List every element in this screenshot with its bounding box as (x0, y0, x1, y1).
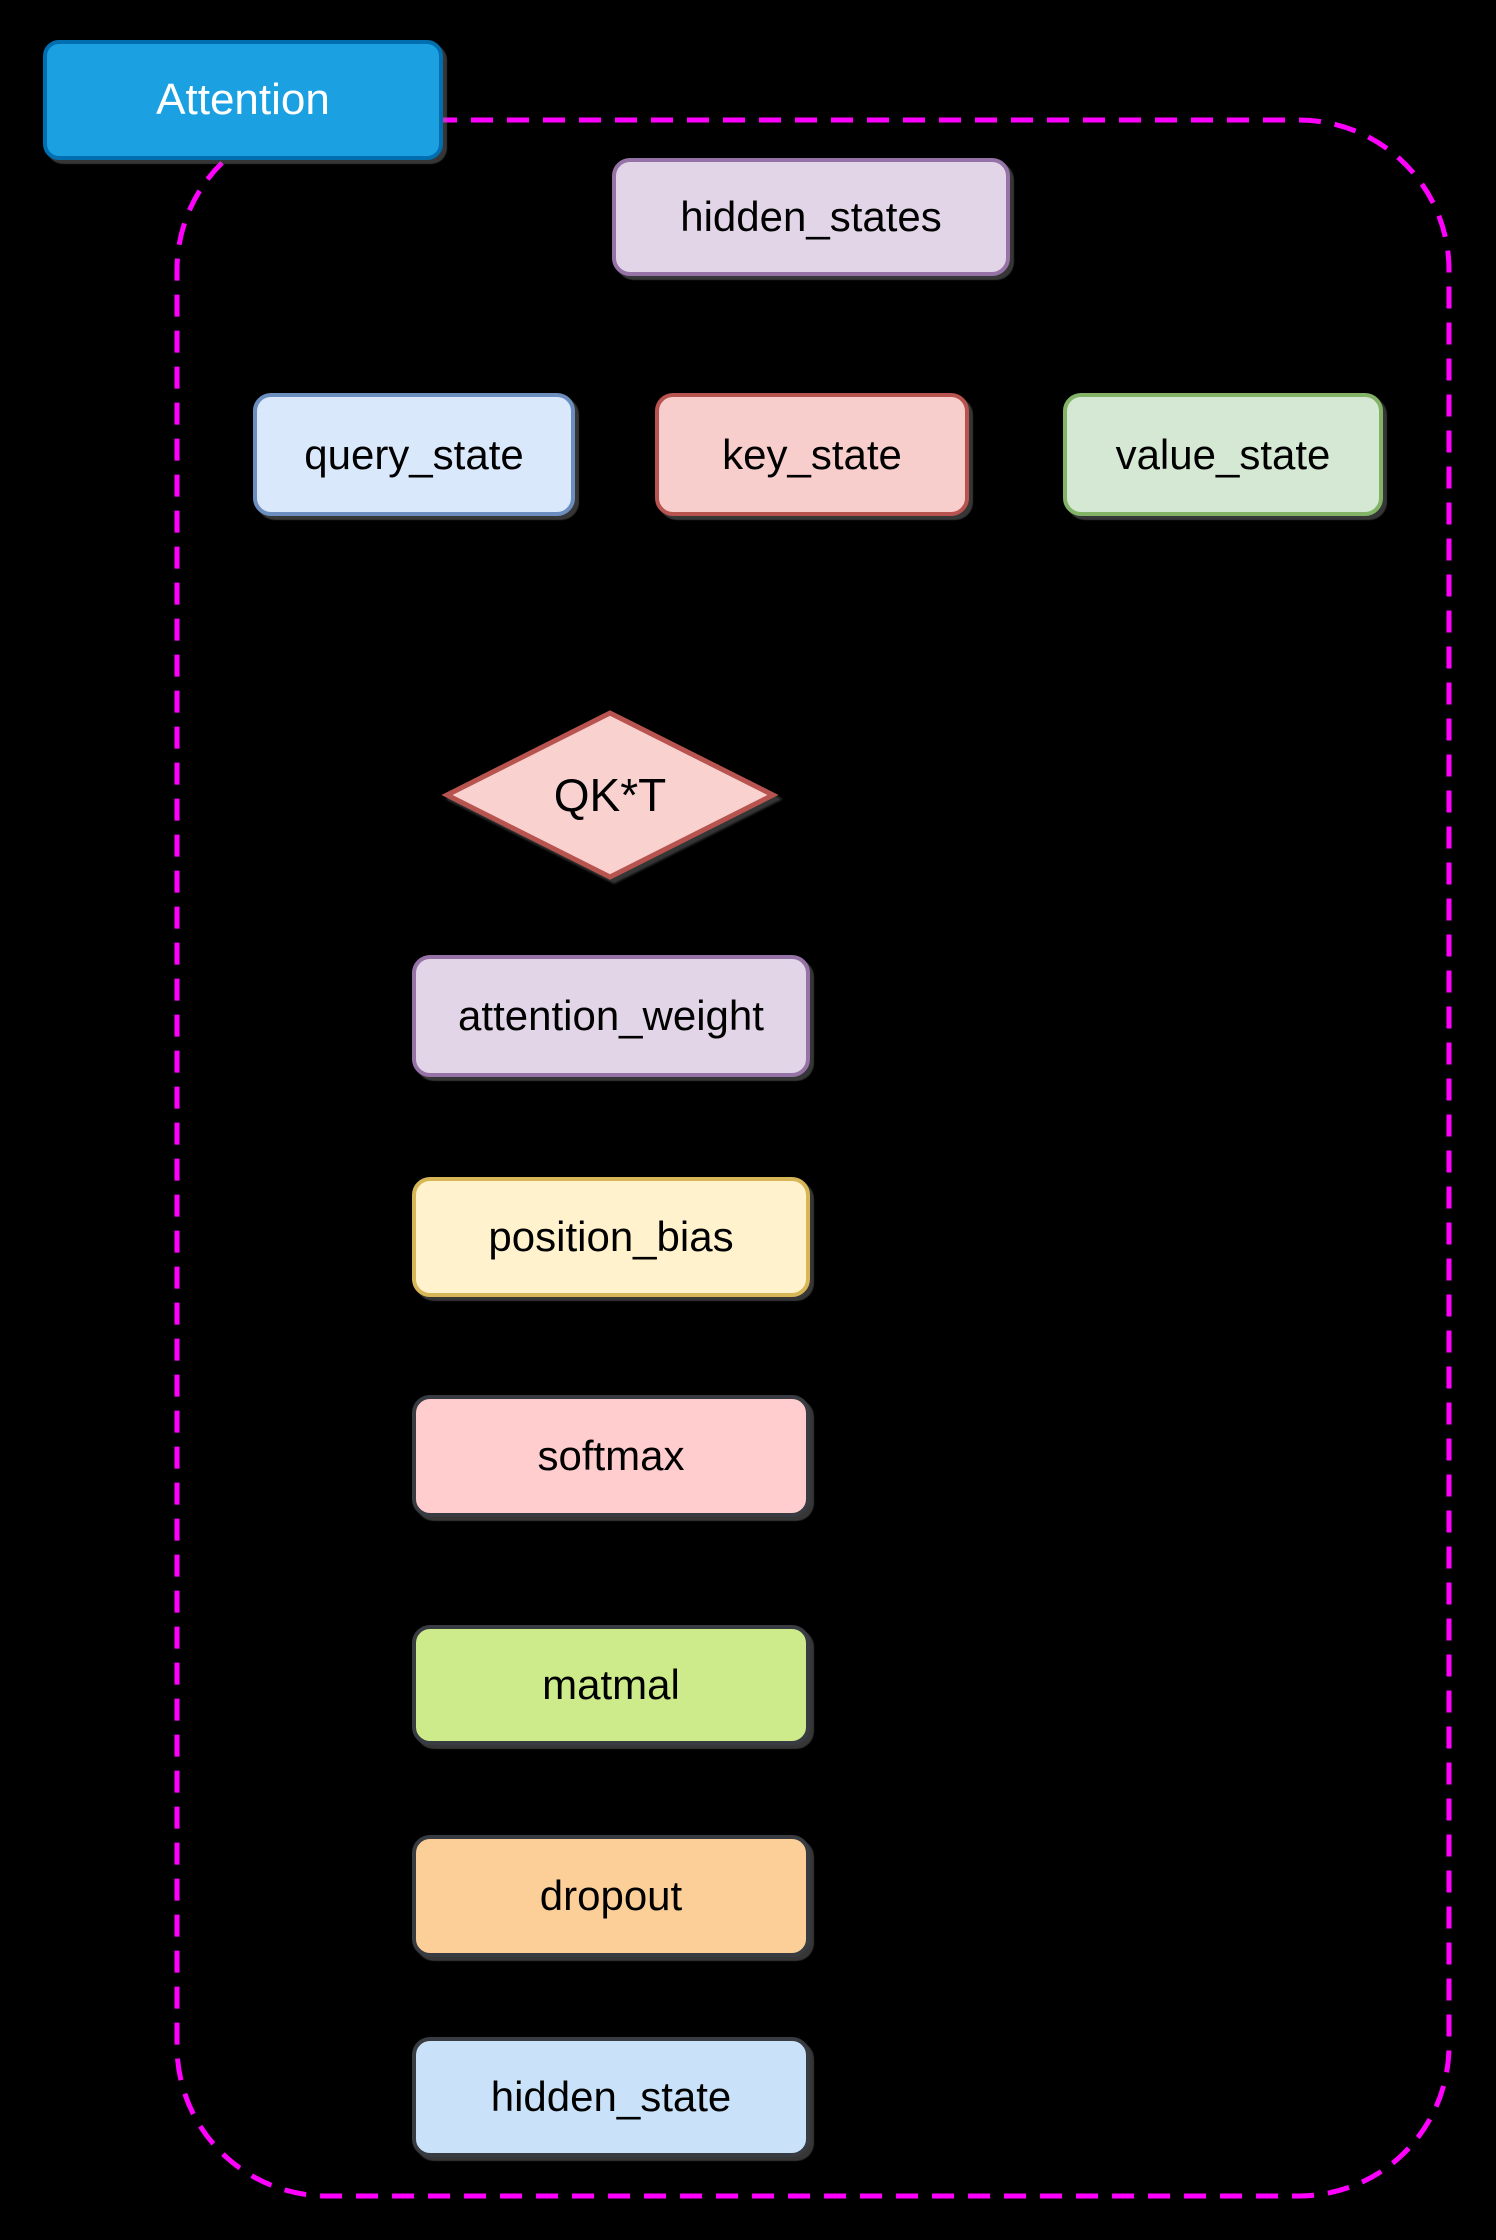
attention-group-boundary (174, 117, 1452, 2199)
node-hidden-states: hidden_states (612, 158, 1010, 276)
node-position-bias: position_bias (412, 1177, 810, 1297)
node-attention-weight: attention_weight (412, 955, 810, 1077)
node-value-state: value_state (1063, 393, 1383, 516)
node-hidden-state: hidden_state (412, 2037, 810, 2157)
node-attention-title: Attention (43, 40, 443, 160)
node-query-state: query_state (253, 393, 575, 516)
qkt-diamond-shape (441, 710, 779, 880)
qkt-label: QK*T (553, 769, 667, 821)
node-key-state: key_state (655, 393, 969, 516)
node-dropout: dropout (412, 1835, 810, 1957)
node-softmax: softmax (412, 1395, 810, 1517)
node-matmal: matmal (412, 1625, 810, 1745)
